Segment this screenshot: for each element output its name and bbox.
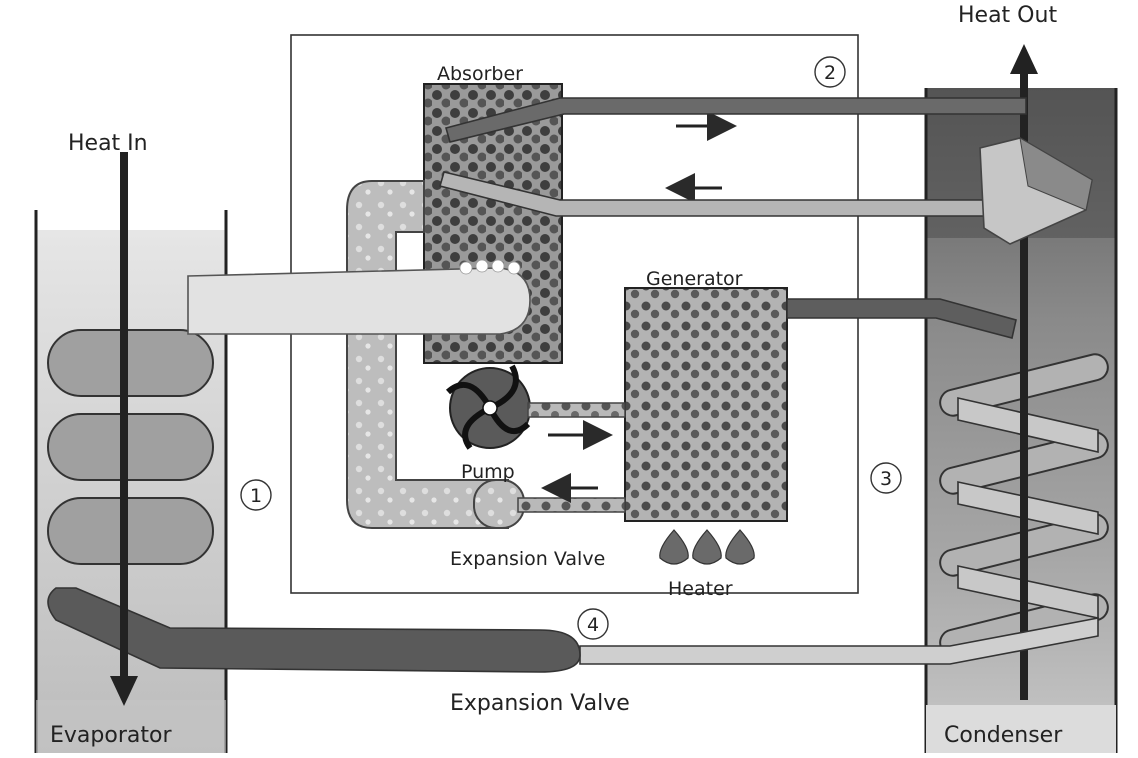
evaporator-inlet-pipe: [47, 587, 581, 673]
svg-text:3: 3: [880, 468, 892, 490]
pump-to-generator-pipe: [527, 402, 626, 418]
svg-text:1: 1: [250, 485, 262, 507]
condenser-label: Condenser: [944, 723, 1063, 748]
expansion-valve-inner-label: Expansion Valve: [450, 548, 605, 570]
condenser-head: [979, 137, 1093, 245]
absorber-label: Absorber: [437, 63, 523, 85]
generator-label: Generator: [646, 268, 743, 290]
marker-3: 3: [870, 462, 902, 494]
generator-return-pipe: [517, 497, 626, 513]
generator-vapor-pipe: [786, 298, 1017, 339]
pump-label: Pump: [461, 461, 515, 483]
heat-out-arrowhead: [1010, 44, 1038, 74]
evaporator-vapor-pipe: [187, 267, 531, 335]
flow-direction-arrows: [541, 111, 737, 503]
evaporator-coil: [47, 329, 214, 565]
heat-in-arrowhead: [110, 676, 138, 706]
svg-text:4: 4: [587, 614, 599, 636]
absorber-hot-pipe: [445, 97, 1027, 143]
heater-label: Heater: [668, 578, 733, 600]
marker-4: 4: [577, 608, 609, 640]
heat-in-label: Heat In: [68, 131, 148, 156]
marker-2: 2: [814, 56, 846, 88]
marker-1: 1: [240, 479, 272, 511]
pump: [445, 364, 531, 450]
heat-out-label: Heat Out: [958, 3, 1057, 28]
evaporator-label: Evaporator: [50, 723, 172, 748]
expansion-valve-outer-label: Expansion Valve: [450, 691, 630, 716]
liquid-return-pipe: [579, 617, 1099, 665]
svg-text:2: 2: [824, 62, 836, 84]
generator-vessel: [624, 287, 788, 522]
heater-flames: [659, 529, 755, 565]
